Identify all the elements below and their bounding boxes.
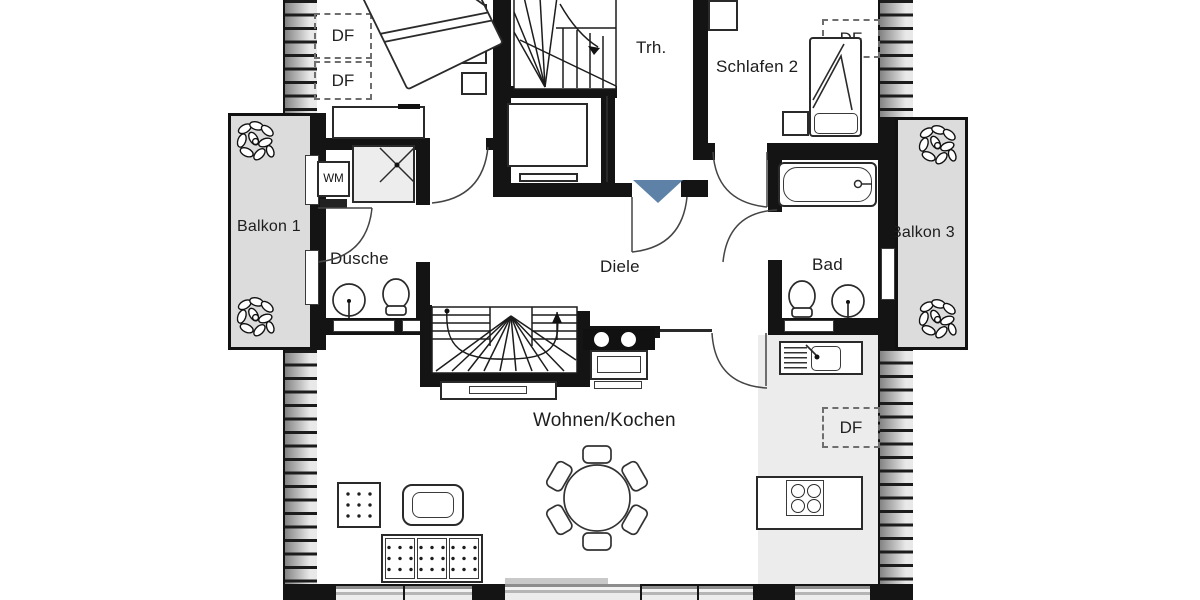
room-label-dusche: Dusche [330, 249, 389, 268]
toilet-dusche [382, 278, 410, 316]
entrance-arrow-icon [633, 180, 683, 203]
dining-table [563, 464, 631, 532]
roof-window-df-1: DF [314, 13, 372, 59]
window-balcony3 [881, 248, 895, 300]
armchair [337, 482, 381, 528]
wall-schlafen1-door-post [486, 138, 511, 150]
wardrobe-schlafen1 [332, 106, 425, 139]
roof-window-df-4: DF [822, 407, 880, 448]
wm-label: WM [323, 173, 344, 185]
range-burner-1 [594, 332, 609, 347]
counter-edge-line [660, 329, 712, 332]
washing-machine-base [320, 199, 347, 208]
wall-right-outer [878, 117, 895, 350]
sofa-cushion-1 [385, 538, 415, 579]
sofa-cushion-2 [417, 538, 447, 579]
door-entrance [631, 196, 688, 253]
roof-edge-hatch-right-bottom [878, 348, 913, 592]
sink-dusche [332, 283, 366, 318]
wall-schlafen2-bottom [767, 143, 878, 160]
wall-dusche-right-top [416, 147, 430, 205]
wall-storage-right [601, 92, 615, 195]
cooktop-burner-3 [791, 499, 805, 513]
storage-shelf-trh [519, 173, 578, 182]
stair-railing-post [601, 26, 614, 96]
stair-railing-line [606, 96, 608, 182]
window-bottom-5 [795, 586, 870, 600]
nightstand-schlafen2 [782, 111, 809, 136]
wall-entry-right [681, 180, 708, 197]
dining-set [545, 445, 649, 551]
df-label: DF [839, 417, 863, 437]
oven-tray [594, 381, 642, 389]
bed-schlafen2-pillow [814, 113, 858, 134]
wall-schlafen2-corner [693, 143, 715, 160]
shower-tray [352, 145, 415, 203]
door-schlafen2 [712, 151, 768, 208]
storage-cabinet-trh [507, 103, 588, 167]
range-burner-2 [621, 332, 636, 347]
roof-edge-hatch-left-bottom [283, 350, 317, 592]
room-label-bad: Bad [812, 255, 843, 274]
window-sill-dusche-1 [333, 320, 395, 332]
roof-edge-hatch-left-top [283, 0, 317, 115]
room-label-balkon3: Balkon 3 [891, 224, 955, 241]
kitchen-sink-basin [811, 346, 841, 371]
wall-trh-schlafen2 [693, 0, 708, 160]
nightstand-schlafen1-a [459, 4, 487, 32]
stairs-wohnen [431, 306, 578, 374]
df-label: DF [331, 70, 355, 90]
window-sill-bad [784, 320, 834, 332]
stool-schlafen1 [461, 72, 487, 95]
washing-machine: WM [317, 161, 350, 197]
roof-edge-hatch-right-top [878, 0, 913, 118]
closet-schlafen2 [708, 0, 738, 31]
sofa-cushion-3 [449, 538, 479, 579]
oven-door [597, 356, 641, 373]
cooktop-burner-2 [807, 484, 821, 498]
wardrobe-divider [398, 104, 420, 109]
window-balcony1-lower [305, 250, 319, 305]
window-bottom-4 [699, 586, 753, 600]
sink-bad [831, 284, 865, 318]
room-label-diele: Diele [600, 257, 640, 276]
wall-stair2-left [420, 305, 432, 387]
door-schlafen1 [431, 146, 489, 204]
door-bad [722, 209, 778, 263]
wall-bad-left-bottom [768, 260, 782, 335]
toilet-bad [788, 280, 816, 318]
df-label: DF [331, 26, 355, 45]
bathtub-inner [783, 167, 872, 202]
sideboard-slot [469, 386, 527, 394]
terrace-door-bottom [505, 584, 640, 600]
drainer-lines [784, 347, 807, 369]
terrace-door-step [505, 578, 608, 584]
roof-window-df-2: DF [314, 61, 372, 100]
wall-dusche-right-bottom [416, 262, 430, 318]
room-label-balkon1: Balkon 1 [237, 218, 301, 235]
window-bottom-2 [405, 586, 472, 600]
cooktop-burner-4 [807, 499, 821, 513]
room-label-trh: Trh. [636, 38, 667, 57]
window-bottom-3 [642, 586, 697, 600]
room-label-wohnen-kochen: Wohnen/Kochen [533, 410, 676, 431]
cooktop-burner-1 [791, 484, 805, 498]
wall-left-outer [310, 113, 326, 350]
coffee-table-inner [412, 492, 454, 518]
wall-storage-bottom [493, 183, 632, 197]
window-bottom-1 [336, 586, 403, 600]
kitchen-floor-zone [758, 335, 878, 584]
wall-under-stairs [493, 86, 617, 98]
room-label-schlafen2: Schlafen 2 [716, 57, 799, 76]
nightstand-schlafen1-b [459, 36, 487, 64]
